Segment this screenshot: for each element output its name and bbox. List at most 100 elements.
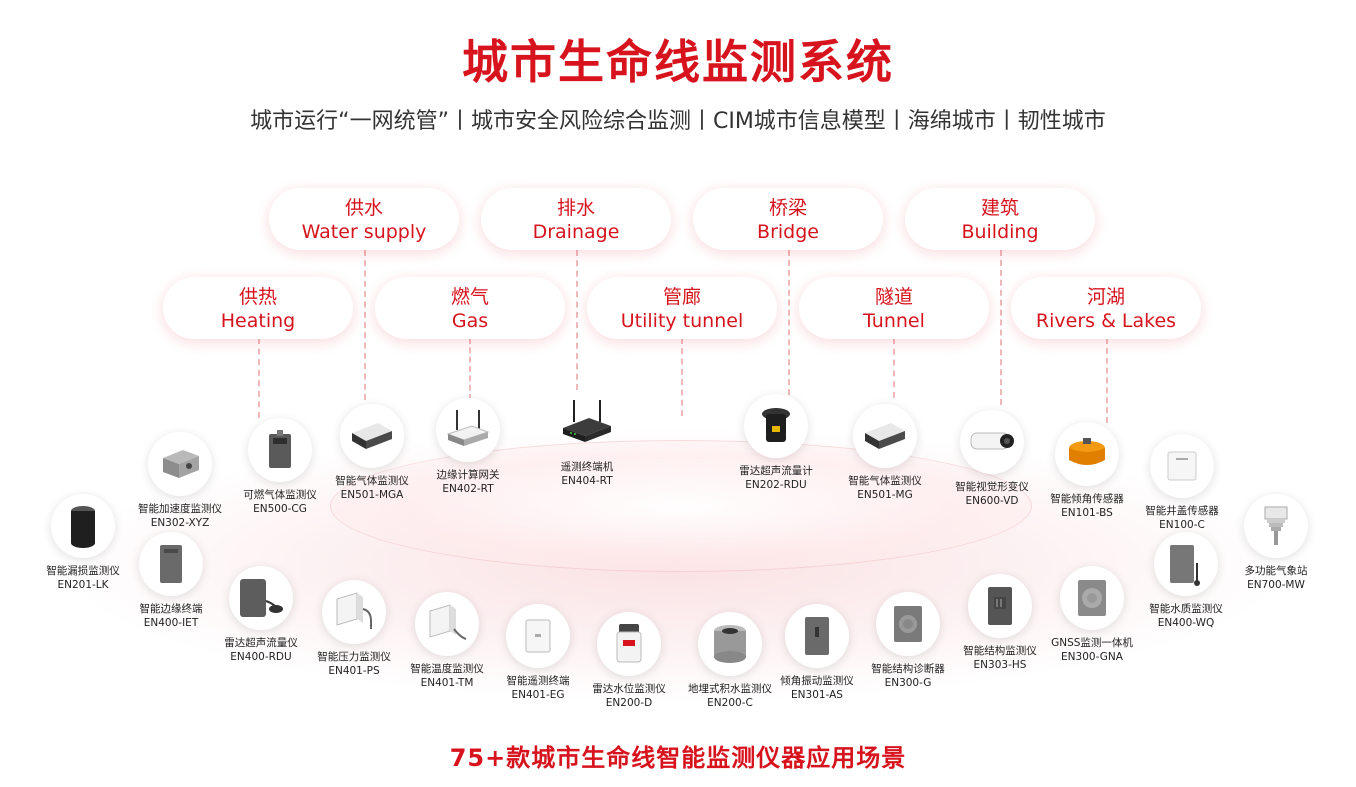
device-name: 智能井盖传感器 (1145, 505, 1219, 517)
device-image (744, 394, 808, 458)
page-title: 城市生命线监测系统 (462, 35, 894, 89)
connector-line (469, 338, 471, 400)
device-name: 智能压力监测仪 (317, 651, 391, 663)
device-image (415, 592, 479, 656)
device-image (506, 604, 570, 668)
device-model: EN201-LK (57, 579, 109, 591)
device-name: 智能视觉形变仪 (955, 481, 1029, 493)
device-name: GNSS监测一体机 (1051, 637, 1133, 649)
device-image (555, 390, 619, 454)
device-model: EN400-WQ (1157, 617, 1215, 629)
scenario-label-en: Drainage (532, 221, 620, 243)
device-name: 智能漏损监测仪 (46, 565, 120, 577)
device-name: 倾角振动监测仪 (780, 675, 854, 687)
page-subtitle: 城市运行“一网统管”丨城市安全风险综合监测丨CIM城市信息模型丨海绵城市丨韧性城… (250, 109, 1106, 134)
device-item[interactable]: 智能压力监测仪 EN401-PS (284, 580, 424, 678)
device-item[interactable]: 智能遥测终端 EN401-EG (468, 604, 608, 702)
device-item[interactable]: 智能漏损监测仪 EN201-LK (13, 494, 153, 592)
device-item[interactable]: 智能边缘终端 EN400-IET (101, 532, 241, 630)
scenario-drainage[interactable]: 排水 Drainage (481, 188, 671, 250)
connector-line (893, 338, 895, 398)
device-image (876, 592, 940, 656)
scenario-label-en: Building (961, 221, 1039, 243)
device-model: EN401-TM (420, 677, 474, 689)
device-item[interactable]: 智能结构监测仪 EN303-HS (930, 574, 1070, 672)
device-item[interactable]: GNSS监测一体机 EN300-GNA (1022, 566, 1162, 664)
structure-monitor-icon (988, 587, 1012, 625)
device-item[interactable]: 智能井盖传感器 EN100-C (1112, 434, 1252, 532)
device-model: EN500-CG (253, 503, 307, 515)
radar-flowmeter-icon (762, 408, 790, 442)
scenario-label-en: Bridge (757, 221, 819, 243)
device-item[interactable]: 雷达超声流量计 EN202-RDU (706, 394, 846, 492)
device-image (597, 612, 661, 676)
edge-terminal-icon (160, 545, 182, 583)
device-item[interactable]: 智能气体监测仪 EN501-MGA (302, 404, 442, 502)
device-item[interactable]: 多功能气象站 EN700-MW (1206, 494, 1346, 592)
radar-flow-icon (240, 579, 283, 617)
device-model: EN303-HS (973, 659, 1027, 671)
device-item[interactable]: 智能加速度监测仪 EN302-XYZ (110, 432, 250, 530)
manhole-sensor-icon (1167, 451, 1197, 481)
scenario-label-zh: 河湖 (1086, 286, 1125, 308)
device-model: EN501-MGA (340, 489, 404, 501)
device-image (322, 580, 386, 644)
device-image (853, 404, 917, 468)
scenario-label-en: Gas (451, 310, 489, 332)
device-model: EN301-AS (791, 689, 843, 701)
gnss-icon (1078, 580, 1106, 616)
device-model: EN404-RT (561, 475, 613, 487)
device-model: EN700-MW (1247, 579, 1305, 591)
device-item[interactable]: 智能温度监测仪 EN401-TM (377, 592, 517, 690)
device-model: EN400-IET (143, 617, 199, 629)
device-item[interactable]: 遥测终端机 EN404-RT (517, 390, 657, 488)
scenario-building[interactable]: 建筑 Building (905, 188, 1095, 250)
device-name: 雷达超声流量仪 (224, 637, 298, 649)
scenario-water-supply[interactable]: 供水 Water supply (269, 188, 459, 250)
device-name: 智能结构监测仪 (963, 645, 1037, 657)
device-model: EN101-BS (1061, 507, 1113, 519)
gas-monitor-icon (865, 423, 905, 449)
scenario-rivers-lakes[interactable]: 河湖 Rivers & Lakes (1011, 277, 1201, 339)
scenario-utility-tunnel[interactable]: 管廊 Utility tunnel (587, 277, 777, 339)
telemetry-icon (525, 619, 551, 653)
device-item[interactable]: 地埋式积水监测仪 EN200-C (660, 612, 800, 710)
device-image (960, 410, 1024, 474)
tilt-sensor-icon (1069, 438, 1105, 465)
scenario-tunnel[interactable]: 隧道 Tunnel (799, 277, 989, 339)
device-model: EN202-RDU (745, 479, 807, 491)
device-item[interactable]: 雷达超声流量仪 EN400-RDU (191, 566, 331, 664)
device-item[interactable]: 倾角振动监测仪 EN301-AS (747, 604, 887, 702)
connector-line (576, 250, 578, 390)
device-item[interactable]: 智能视觉形变仪 EN600-VD (922, 410, 1062, 508)
device-image (1055, 422, 1119, 486)
device-image (139, 532, 203, 596)
device-item[interactable]: 智能气体监测仪 EN501-MG (815, 404, 955, 502)
scenario-bridge[interactable]: 桥梁 Bridge (693, 188, 883, 250)
device-model: EN501-MG (857, 489, 913, 501)
device-item[interactable]: 可燃气体监测仪 EN500-CG (210, 418, 350, 516)
device-item[interactable]: 智能水质监测仪 EN400-WQ (1116, 532, 1256, 630)
structure-diagnosis-icon (894, 606, 922, 642)
device-item[interactable]: 智能结构诊断器 EN300-G (838, 592, 978, 690)
device-item[interactable]: 智能倾角传感器 EN101-BS (1017, 422, 1157, 520)
device-name: 地埋式积水监测仪 (688, 683, 772, 695)
device-item[interactable]: 雷达水位监测仪 EN200-D (559, 612, 699, 710)
device-name: 雷达水位监测仪 (592, 683, 666, 695)
device-image (968, 574, 1032, 638)
device-item[interactable]: 边缘计算网关 EN402-RT (398, 398, 538, 496)
scenario-label-zh: 燃气 (450, 286, 489, 308)
scenario-label-zh: 建筑 (980, 197, 1019, 219)
water-level-icon (616, 624, 642, 663)
device-model: EN100-C (1159, 519, 1205, 531)
scenario-heating[interactable]: 供热 Heating (163, 277, 353, 339)
device-name: 智能边缘终端 (139, 603, 203, 615)
scenario-label-zh: 桥梁 (768, 197, 807, 219)
scenario-gas[interactable]: 燃气 Gas (375, 277, 565, 339)
scenario-label-en: Water supply (301, 221, 427, 243)
scenario-label-en: Heating (220, 310, 296, 332)
leak-monitor-icon (71, 506, 95, 548)
device-image (51, 494, 115, 558)
device-model: EN300-G (884, 677, 932, 689)
device-model: EN401-EG (511, 689, 565, 701)
